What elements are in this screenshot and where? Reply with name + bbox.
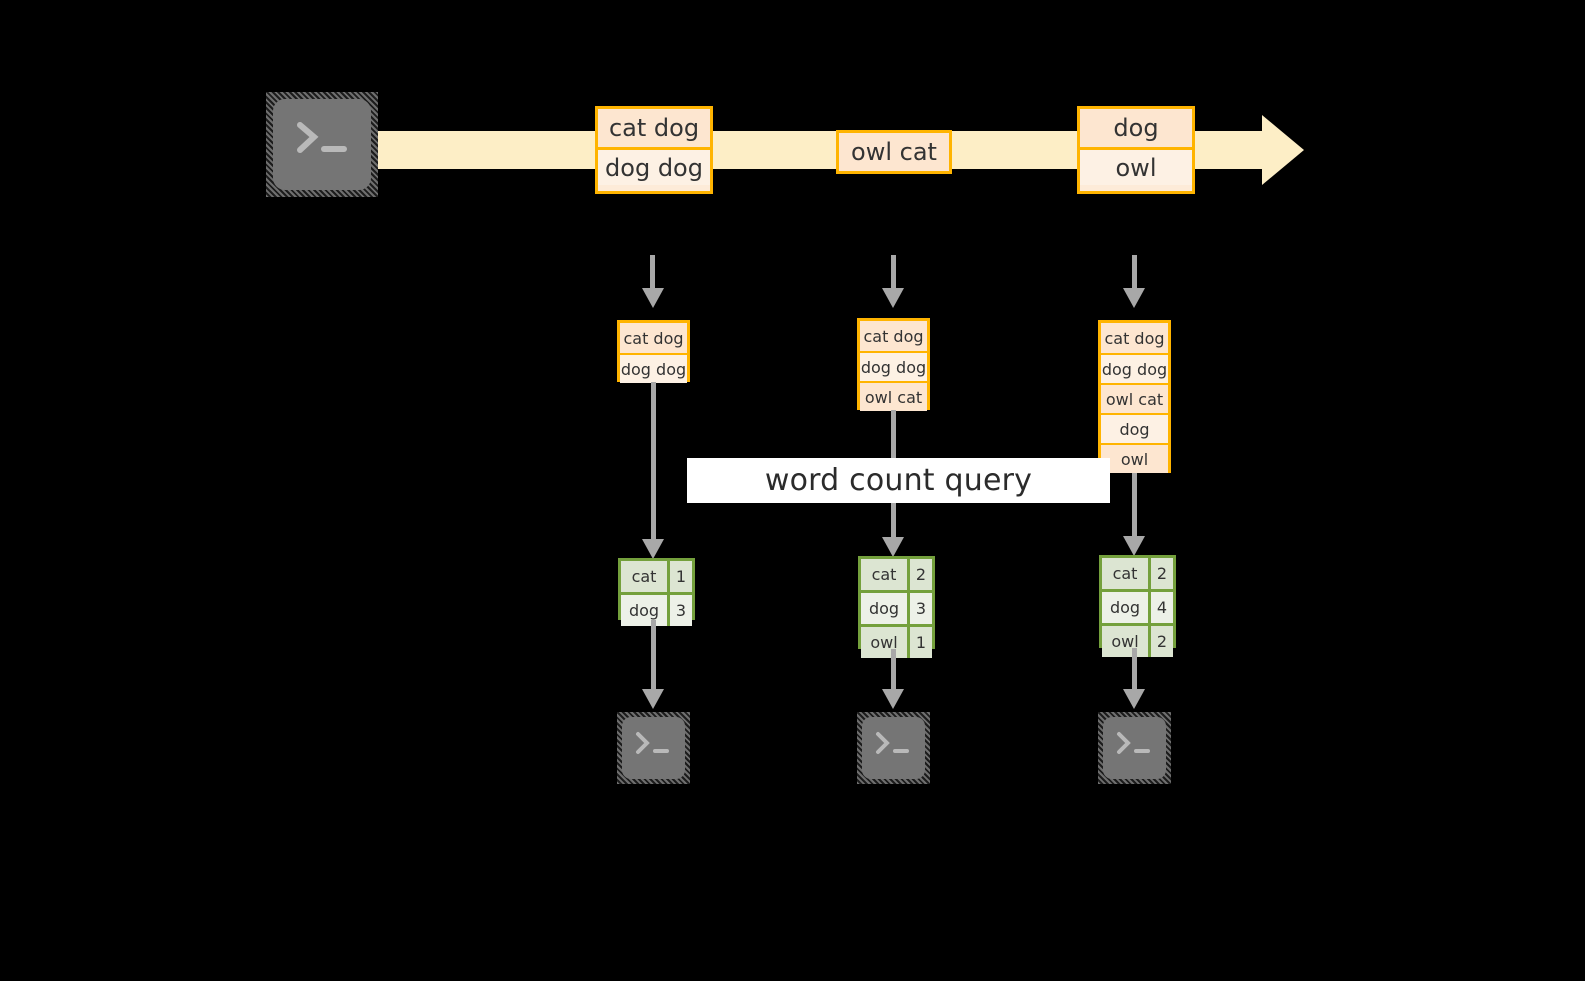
snapshot-row: owl cat (1101, 383, 1168, 413)
snapshot-trigger-line-1 (650, 255, 655, 291)
terminal-body (1103, 717, 1166, 779)
sink-arrowhead-icon-3 (1123, 689, 1145, 709)
stream-record-group-2: owl cat (836, 130, 952, 174)
terminal-body (862, 717, 925, 779)
result-count: 1 (907, 627, 932, 658)
result-count: 1 (667, 561, 692, 592)
snapshot-row: dog dog (860, 351, 927, 381)
sink-terminal-icon-1 (617, 712, 690, 784)
result-count: 2 (1148, 558, 1173, 589)
snapshot-row: owl (1101, 443, 1168, 473)
source-terminal-icon (266, 92, 378, 197)
table-row: dog 3 (621, 592, 692, 626)
table-row: owl 1 (861, 624, 932, 658)
terminal-body (273, 99, 371, 190)
result-word: dog (1102, 592, 1148, 623)
table-row: cat 2 (861, 559, 932, 590)
stream-record: dog dog (598, 147, 710, 185)
result-count: 4 (1148, 592, 1173, 623)
stream-record-group-3: dog owl (1077, 106, 1195, 194)
query-banner-label: word count query (764, 463, 1033, 498)
terminal-prompt-glyph (1117, 732, 1150, 754)
stream-record: owl cat (839, 133, 949, 171)
snapshot-row: dog dog (1101, 353, 1168, 383)
query-banner: word count query (687, 458, 1110, 503)
result-word: dog (861, 593, 907, 624)
result-word: owl (1102, 626, 1148, 657)
query-line-3 (1132, 473, 1137, 545)
query-arrowhead-icon-1 (642, 539, 664, 559)
result-word: cat (621, 561, 667, 592)
table-row: cat 1 (621, 561, 692, 592)
snapshot-row: cat dog (860, 321, 927, 351)
snapshot-trigger-arrowhead-icon-2 (882, 288, 904, 308)
result-count: 2 (1148, 626, 1173, 657)
result-count: 3 (667, 595, 692, 626)
result-table-1: cat 1 dog 3 (618, 558, 695, 626)
sink-line-3 (1132, 648, 1137, 693)
query-arrowhead-icon-2 (882, 537, 904, 557)
sink-terminal-icon-3 (1098, 712, 1171, 784)
stream-record: owl (1080, 147, 1192, 185)
table-row: cat 2 (1102, 558, 1173, 589)
snapshot-row: dog dog (620, 353, 687, 383)
snapshot-trigger-arrowhead-icon-3 (1123, 288, 1145, 308)
snapshot-row: cat dog (620, 323, 687, 353)
result-word: dog (621, 595, 667, 626)
query-arrowhead-icon-3 (1123, 536, 1145, 556)
snapshot-trigger-line-2 (891, 255, 896, 291)
sink-arrowhead-icon-2 (882, 689, 904, 709)
stream-record: dog (1080, 109, 1192, 147)
snapshot-row: cat dog (1101, 323, 1168, 353)
snapshot-trigger-line-3 (1132, 255, 1137, 291)
snapshot-1: cat dog dog dog (617, 320, 690, 383)
result-count: 3 (907, 593, 932, 624)
sink-terminal-icon-2 (857, 712, 930, 784)
sink-arrowhead-icon-1 (642, 689, 664, 709)
stream-arrowhead-icon (1262, 115, 1304, 185)
sink-line-1 (651, 620, 656, 692)
result-table-3: cat 2 dog 4 owl 2 (1099, 555, 1176, 657)
result-word: cat (861, 559, 907, 590)
terminal-prompt-glyph (297, 122, 347, 153)
result-word: cat (1102, 558, 1148, 589)
result-word: owl (861, 627, 907, 658)
snapshot-row: dog (1101, 413, 1168, 443)
terminal-body (622, 717, 685, 779)
result-count: 2 (907, 559, 932, 590)
terminal-prompt-glyph (636, 732, 669, 754)
sink-line-2 (891, 649, 896, 693)
snapshot-trigger-arrowhead-icon-1 (642, 288, 664, 308)
stream-record-group-1: cat dog dog dog (595, 106, 713, 194)
query-line-1 (651, 382, 656, 547)
terminal-prompt-glyph (876, 732, 909, 754)
snapshot-3: cat dog dog dog owl cat dog owl (1098, 320, 1171, 473)
table-row: dog 4 (1102, 589, 1173, 623)
table-row: dog 3 (861, 590, 932, 624)
table-row: owl 2 (1102, 623, 1173, 657)
stream-record: cat dog (598, 109, 710, 147)
snapshot-2: cat dog dog dog owl cat (857, 318, 930, 411)
snapshot-row: owl cat (860, 381, 927, 411)
result-table-2: cat 2 dog 3 owl 1 (858, 556, 935, 658)
